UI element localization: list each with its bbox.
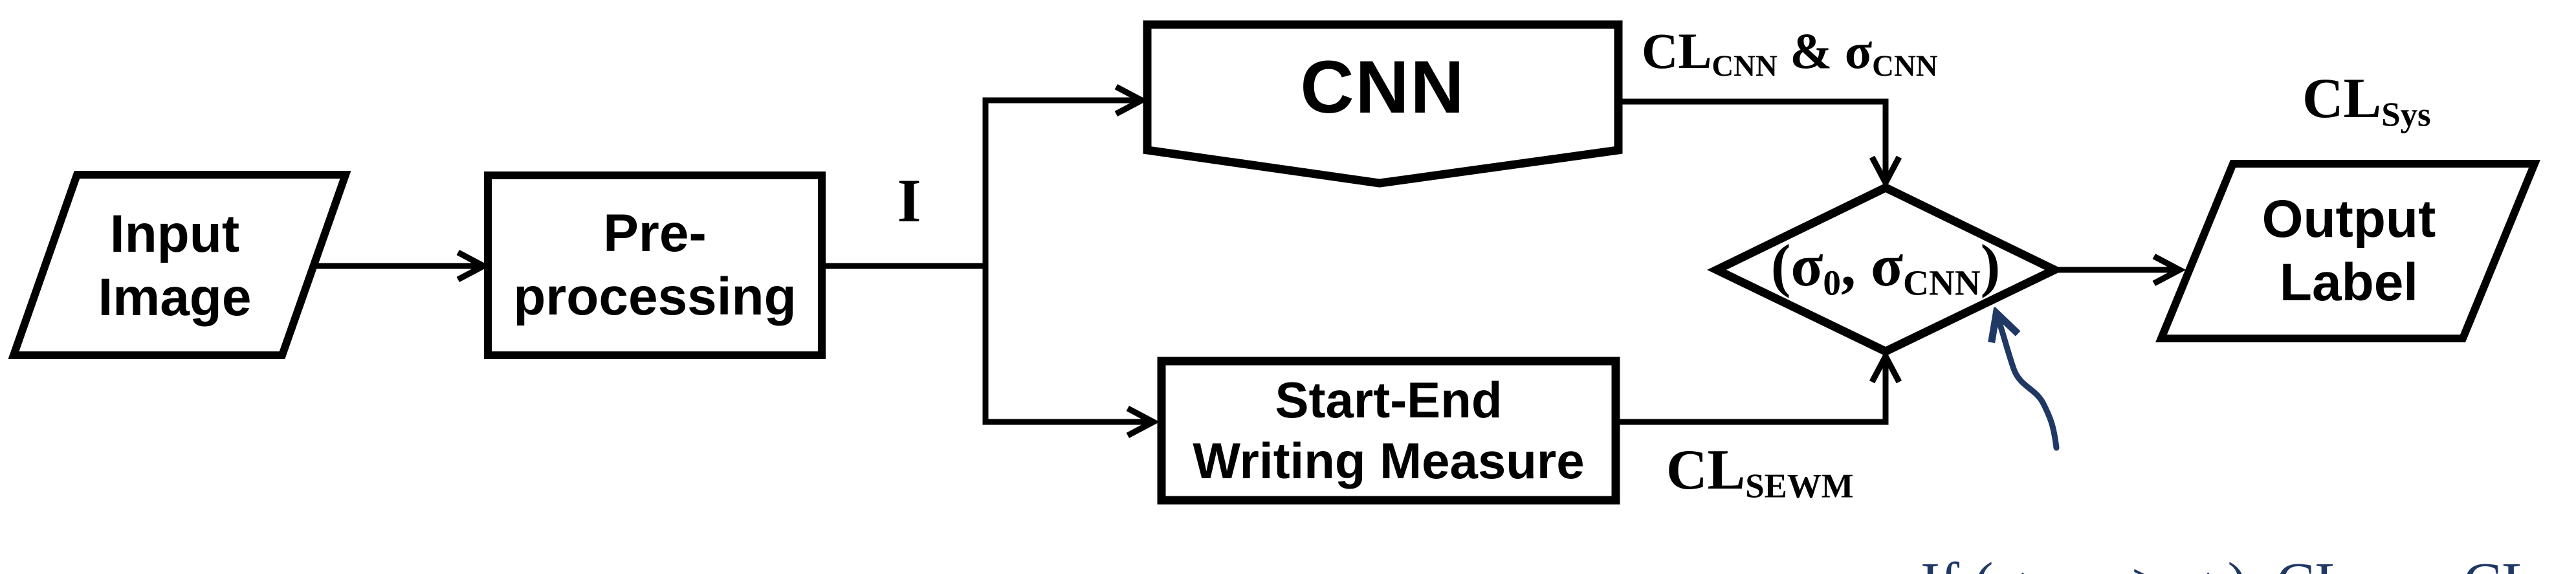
preprocessing-line2: processing	[513, 267, 797, 326]
label-part: (σ	[1770, 232, 1823, 298]
decision-condition: (σ0, σCNN)	[1771, 230, 2001, 305]
output-label-shape	[2155, 160, 2540, 342]
cnn-line1: CNN	[1300, 46, 1466, 129]
input-image-label: Input Image	[26, 179, 324, 353]
decision-label: (σ0, σCNN)	[1717, 185, 2054, 349]
cnn-shape	[1143, 20, 1623, 188]
output-line2: Label	[2279, 253, 2419, 312]
label-part: CNN	[1712, 49, 1778, 83]
label-part: If (σ	[1921, 551, 2025, 574]
input-image-line2: Image	[98, 268, 252, 327]
label-part: )	[1980, 232, 2001, 298]
label-part: , σ	[1841, 232, 1904, 298]
preprocessing-line1: Pre-	[603, 203, 707, 263]
arrow-cnn-to-decision	[1618, 98, 1886, 181]
input-image-line1: Input	[109, 204, 240, 263]
sewm-label: Start-End Writing Measure	[1161, 361, 1616, 500]
output-line1: Output	[2262, 189, 2436, 248]
label-part: CL	[1642, 23, 1712, 79]
image-symbol-label: I	[897, 166, 921, 235]
label-part: CL	[1666, 439, 1746, 502]
sewm-line2: Writing Measure	[1193, 432, 1585, 489]
decision-diamond-shape	[1707, 182, 2064, 357]
preprocessing-shape	[484, 171, 826, 359]
preprocessing-label: Pre- processing	[488, 175, 822, 355]
label-part: CNN	[1903, 263, 1981, 303]
label-part: & σ	[1777, 23, 1873, 79]
annotation-curved-arrow	[1997, 315, 2060, 451]
output-label-label: Output Label	[2171, 164, 2527, 338]
decision-rule-line1: If (σCNN=> σ0) CLSys = CLCNN	[1921, 551, 2576, 574]
label-part: = CL	[2401, 551, 2537, 574]
system-output-label: CLSys	[2302, 66, 2431, 135]
cnn-output-label: CLCNN & σCNN	[1642, 22, 1938, 83]
arrow-branch-to-cnn	[982, 100, 1140, 266]
sewm-shape	[1157, 357, 1620, 505]
sewm-output-label: CLSEWM	[1666, 437, 1853, 506]
label-part: ) CL	[2227, 551, 2350, 574]
arrow-branch-to-sewm	[982, 266, 1152, 422]
input-image-shape	[8, 171, 351, 359]
label-part: 0	[1823, 263, 1841, 303]
cnn-label: CNN	[1147, 25, 1618, 150]
label-part: Sys	[2381, 96, 2431, 134]
arrow-sewm-to-decision	[1616, 358, 1886, 425]
label-part: CNN	[1872, 49, 1938, 83]
label-part: CL	[2302, 67, 2382, 130]
label-part: SEWM	[1745, 467, 1854, 505]
label-part: => σ	[2098, 551, 2210, 574]
decision-rule-annotation: If (σCNN=> σ0) CLSys = CLCNN Otherwise C…	[1921, 422, 2576, 574]
sewm-line1: Start-End	[1275, 371, 1503, 428]
